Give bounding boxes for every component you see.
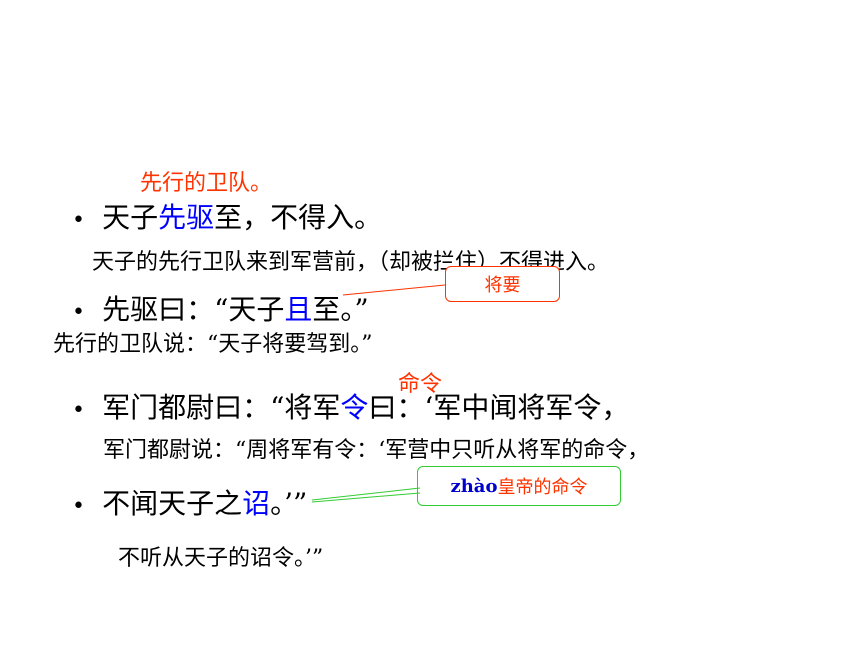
- sentence-4-prefix: 不闻天子之: [102, 487, 243, 520]
- bullet: •: [72, 398, 85, 423]
- callout-qie: 将要: [445, 266, 560, 302]
- sentence-2-prefix: 先驱曰：“天子: [102, 293, 285, 326]
- callout-zhao-pinyin: zhào: [450, 475, 498, 497]
- translation-3: 军门都尉说：“周将军有令：‘军营中只听从将军的命令，: [103, 438, 650, 463]
- translation-2: 先行的卫队说：“天子将要驾到。”: [53, 332, 373, 357]
- sentence-1-highlight: 先驱: [158, 201, 215, 234]
- sentence-4: • 不闻天子之诏。’”: [72, 482, 307, 522]
- sentence-4-highlight: 诏: [242, 487, 271, 520]
- connector-zhao-2: [311, 492, 421, 503]
- bullet: •: [72, 494, 85, 519]
- sentence-1-prefix: 天子: [102, 201, 159, 234]
- sentence-3-prefix: 军门都尉曰：“将军: [102, 391, 341, 424]
- translation-4: 不听从天子的诏令。’”: [118, 546, 324, 571]
- sentence-3-highlight: 令: [340, 391, 369, 424]
- bullet: •: [72, 208, 85, 233]
- sentence-2: • 先驱曰：“天子且至。”: [72, 288, 369, 328]
- connector-zhao-1: [311, 487, 421, 501]
- sentence-4-suffix: 。’”: [270, 487, 308, 520]
- sentence-2-highlight: 且: [284, 293, 313, 326]
- sentence-1: • 天子先驱至，不得入。: [72, 196, 382, 236]
- annotation-xianqu: 先行的卫队。: [140, 171, 273, 196]
- callout-zhao-text: 皇帝的命令: [497, 477, 588, 498]
- sentence-3-suffix: 曰：‘军中闻将军令，: [368, 391, 630, 424]
- sentence-3: • 军门都尉曰：“将军令曰：‘军中闻将军令，: [72, 386, 629, 426]
- callout-qie-text: 将要: [484, 275, 521, 296]
- annotation-ling: 命令: [398, 372, 443, 397]
- connector-qie: [342, 284, 446, 296]
- sentence-2-suffix: 至。”: [312, 293, 369, 326]
- sentence-1-suffix: 至，不得入。: [214, 201, 383, 234]
- bullet: •: [72, 300, 85, 325]
